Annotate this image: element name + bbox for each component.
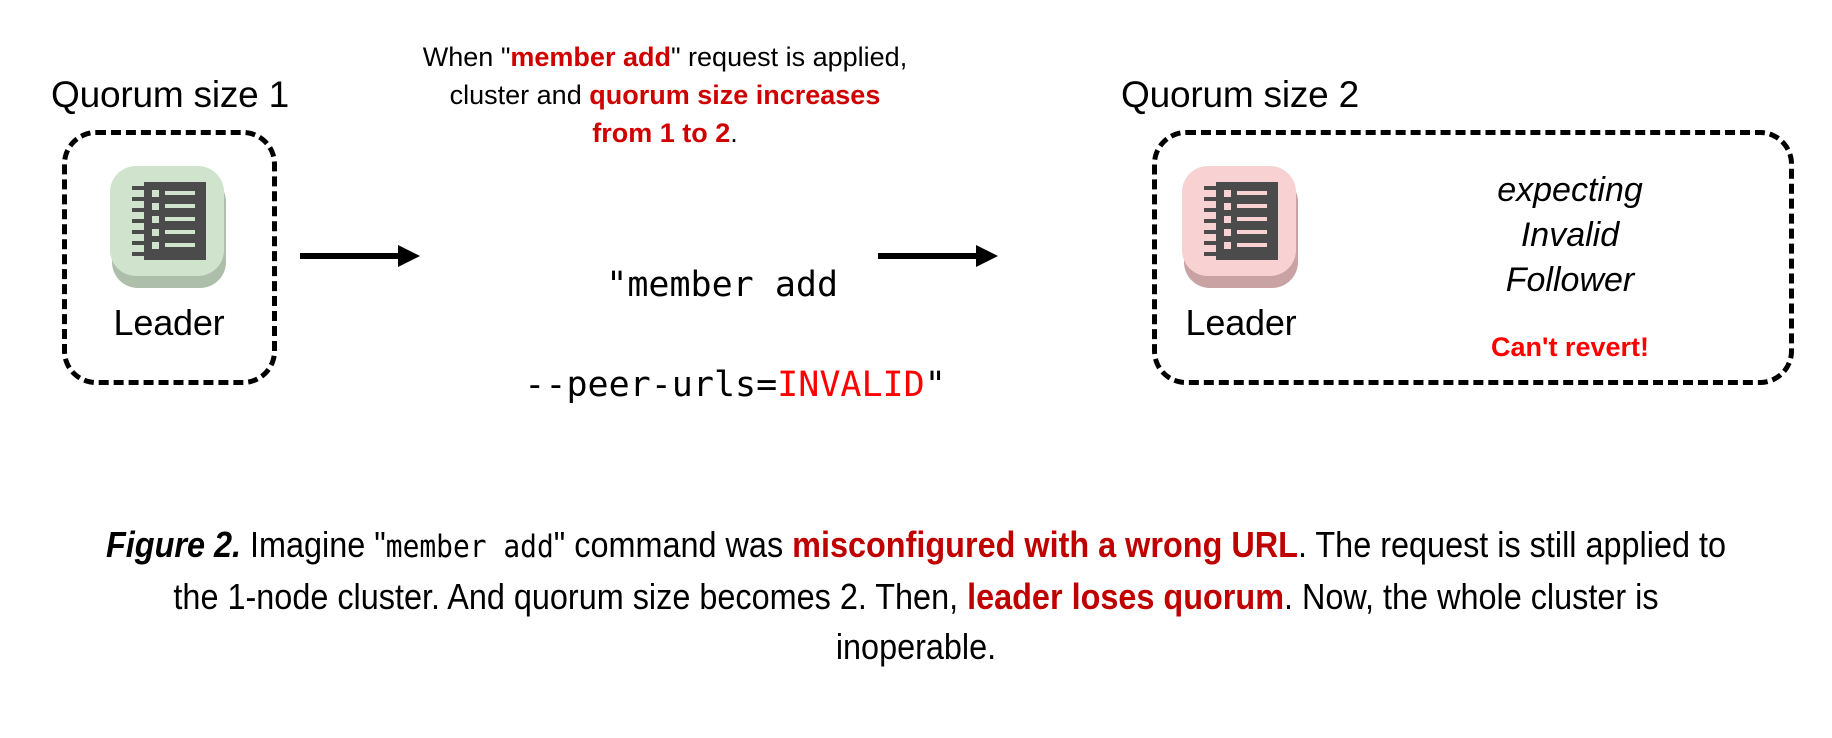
left-node-label: Leader [113, 302, 225, 343]
right-cluster-box [1152, 130, 1794, 385]
ledger-row [152, 241, 195, 249]
ledger-ring [132, 219, 148, 223]
arrow-left-to-command [300, 245, 420, 267]
top-note-emphasis-member-add: member add [510, 42, 671, 72]
caption-text-2: " command was [553, 524, 793, 565]
command-line-1: "member add [606, 265, 839, 305]
ledger-row [152, 228, 195, 236]
ledger-ring [1204, 186, 1220, 190]
cant-revert-warning: Can't revert! [1491, 332, 1649, 362]
ledger-row [1224, 202, 1267, 210]
ledger-row [152, 202, 195, 210]
ledger-ring [132, 241, 148, 245]
ledger-row [1224, 189, 1267, 197]
right-node-leader[interactable]: Leader [1182, 160, 1300, 344]
top-note-part1: When " [422, 42, 511, 72]
ledger-row [1224, 228, 1267, 236]
ledger-ring [132, 197, 148, 201]
ledger-ring [132, 186, 148, 190]
top-annotation: When "member add" request is applied, cl… [355, 38, 975, 152]
ledger-icon [1204, 182, 1278, 260]
ledger-row [152, 189, 195, 197]
ledger-ring [1204, 241, 1220, 245]
left-cluster-title: Quorum size 1 [51, 74, 289, 115]
caption-highlight-misconfigured: misconfigured with a wrong URL [792, 524, 1298, 565]
ledger-ring [1204, 252, 1220, 256]
ledger-ring [1204, 230, 1220, 234]
left-cluster-box [62, 130, 277, 385]
left-node-leader[interactable]: Leader [110, 160, 228, 344]
caption-text-1: Imagine " [241, 524, 386, 565]
ledger-row [152, 215, 195, 223]
right-cluster-title: Quorum size 2 [1121, 74, 1359, 115]
right-status-text: expecting Invalid Follower [1497, 171, 1643, 299]
top-note-part4: . [730, 118, 738, 148]
ledger-row [1224, 215, 1267, 223]
ledger-ring [1204, 219, 1220, 223]
ledger-ring [1204, 208, 1220, 212]
caption-mono-command: member add [385, 529, 554, 565]
caption-highlight-leader-loses-quorum: leader loses quorum [967, 576, 1285, 617]
caption-text-4: . Now, the whole cluster is inoperable. [835, 576, 1659, 667]
top-note-part3: cluster and [449, 80, 590, 110]
right-node-icon [1182, 160, 1300, 290]
ledger-icon [132, 182, 206, 260]
ledger-row [1224, 241, 1267, 249]
arrow-command-to-right [878, 245, 998, 267]
ledger-ring [132, 208, 148, 212]
command-text: "member add --peer-urls=INVALID" [440, 210, 945, 460]
figure-caption: Figure 2. Imagine "member add" command w… [92, 520, 1741, 672]
ledger-ring [1204, 197, 1220, 201]
top-note-emphasis-from-1-to-2: from 1 to 2 [592, 118, 731, 148]
command-line-2-prefix: --peer-urls= [524, 365, 778, 405]
command-line-2-invalid-value: INVALID [777, 365, 925, 405]
left-node-icon [110, 160, 228, 290]
ledger-ring [132, 252, 148, 256]
command-line-2-suffix: " [924, 365, 946, 405]
caption-text-3: . The request is still applied to the 1-… [173, 524, 1726, 617]
right-node-label: Leader [1185, 302, 1297, 343]
top-note-part2: " request is applied, [670, 42, 908, 72]
caption-figure-number: Figure 2. [105, 524, 242, 565]
top-note-emphasis-quorum-increase: quorum size increases [589, 80, 881, 110]
ledger-ring [132, 230, 148, 234]
